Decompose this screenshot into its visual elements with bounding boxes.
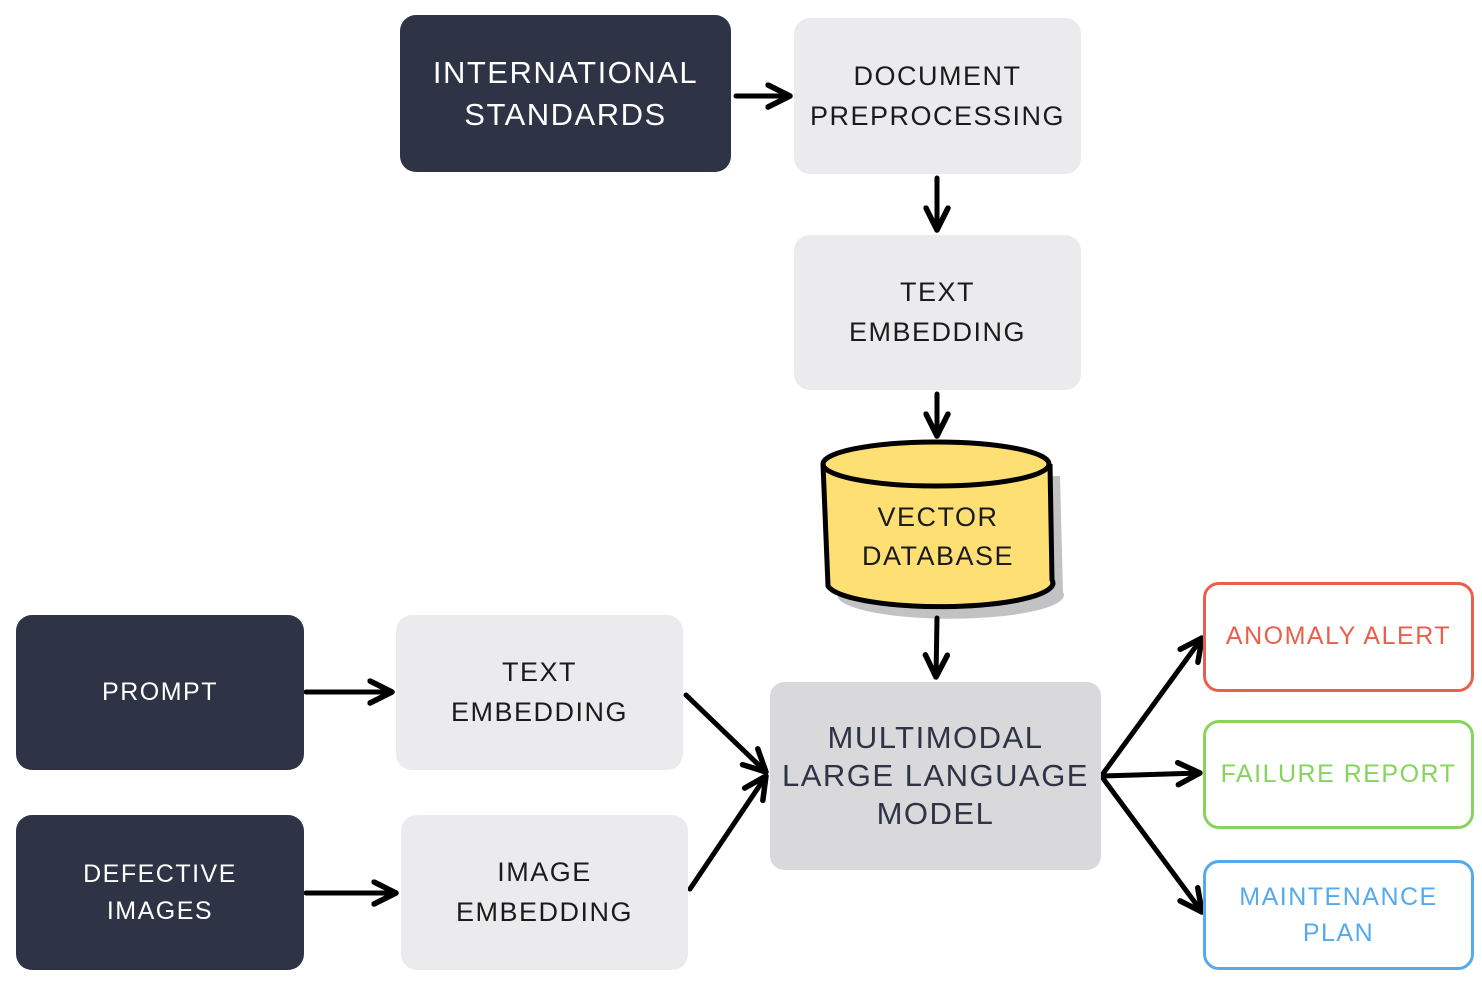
failure-report-node: FAILURE REPORT: [1203, 720, 1474, 829]
llm-line-1: MULTIMODAL: [827, 720, 1044, 756]
maintenance-plan-node: MAINTENANCE PLAN: [1203, 860, 1474, 970]
anomaly-alert-label: ANOMALY ALERT: [1225, 622, 1452, 651]
arrow-text-embedding-to-llm: [683, 692, 769, 775]
anomaly-alert-node: ANOMALY ALERT: [1203, 582, 1474, 692]
international-standards-node: INTERNATIONAL STANDARDS: [400, 15, 731, 172]
arrow-database-to-llm: [922, 615, 951, 680]
document-preprocessing-node: DOCUMENT PREPROCESSING: [794, 18, 1081, 174]
llm-line-3: MODEL: [876, 795, 995, 831]
text-embedding-bottom-node: TEXT EMBEDDING: [396, 615, 683, 770]
failure-report-label: FAILURE REPORT: [1220, 759, 1457, 788]
defective-images-line-2: IMAGES: [106, 896, 214, 925]
llm-line-2: LARGE LANGUAGE: [782, 758, 1089, 794]
image-embedding-node: IMAGE EMBEDDING: [401, 815, 688, 970]
maintenance-plan-line-2: PLAN: [1302, 919, 1375, 947]
vector-database-label: VECTOR DATABASE: [820, 498, 1056, 576]
text-embedding-top-node: TEXT EMBEDDING: [794, 235, 1081, 390]
prompt-node: PROMPT: [16, 615, 304, 770]
international-standards-line-2: STANDARDS: [464, 96, 667, 132]
text-embedding-top-line-1: TEXT: [899, 277, 975, 308]
prompt-label: PROMPT: [102, 677, 218, 706]
defective-images-line-1: DEFECTIVE: [83, 860, 237, 889]
international-standards-line-1: INTERNATIONAL: [432, 54, 699, 90]
arrow-image-embedding-to-llm: [687, 773, 769, 892]
arrow-llm-to-anomaly-alert: [1099, 635, 1205, 778]
text-embedding-top-line-2: EMBEDDING: [848, 316, 1027, 347]
arrow-llm-to-maintenance-plan: [1099, 774, 1205, 915]
maintenance-plan-line-1: MAINTENANCE: [1239, 882, 1438, 911]
text-embedding-bottom-line-1: TEXT: [501, 657, 577, 688]
text-embedding-bottom-line-2: EMBEDDING: [450, 696, 629, 727]
multimodal-llm-node: MULTIMODAL LARGE LANGUAGE MODEL: [770, 682, 1101, 870]
document-preprocessing-line-1: DOCUMENT: [853, 60, 1022, 91]
vector-database-line-2: DATABASE: [861, 541, 1015, 572]
image-embedding-line-1: IMAGE: [497, 857, 592, 888]
arrow-llm-to-failure-report: [1099, 759, 1203, 788]
vector-database-cylinder: [820, 439, 1064, 619]
image-embedding-line-2: EMBEDDING: [455, 896, 634, 927]
document-preprocessing-line-2: PREPROCESSING: [809, 101, 1066, 131]
defective-images-node: DEFECTIVE IMAGES: [16, 815, 304, 970]
vector-database-line-1: VECTOR: [877, 502, 999, 532]
